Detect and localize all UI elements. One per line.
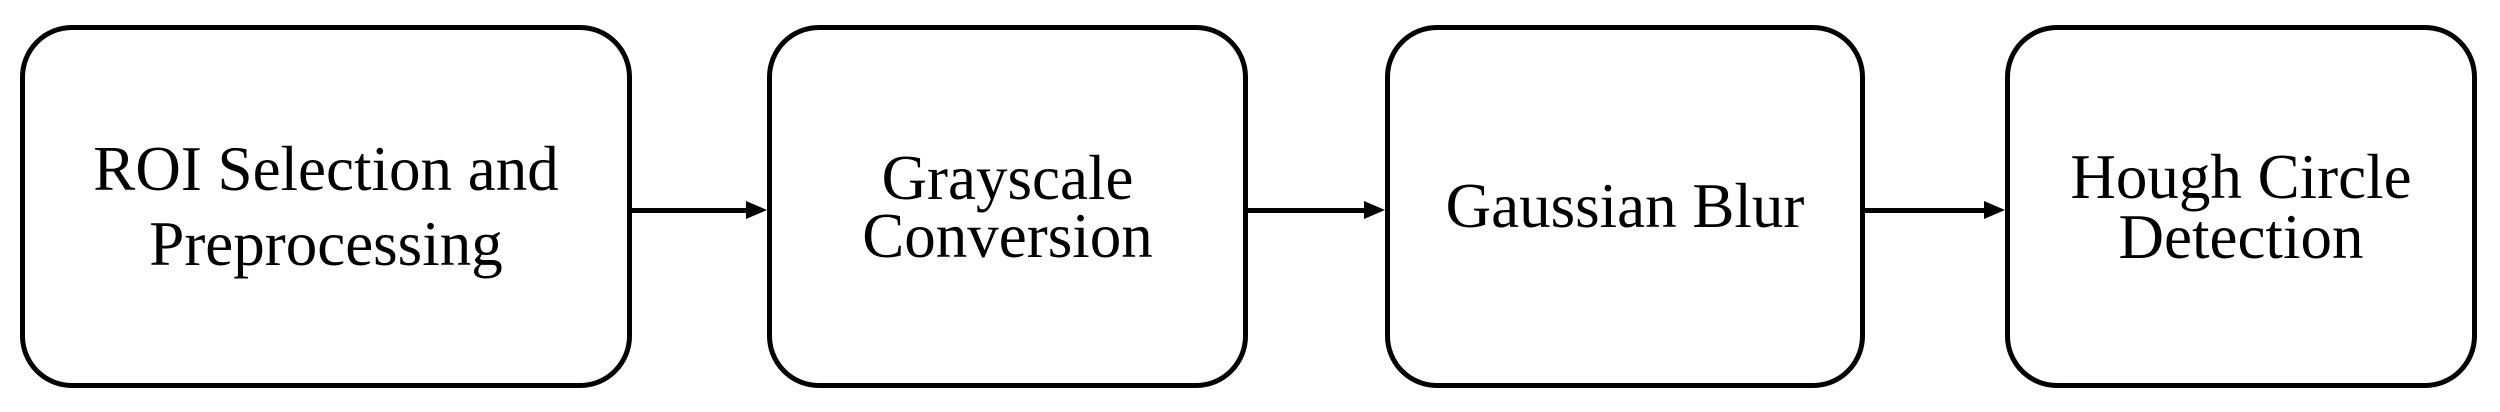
arrow-line — [1865, 208, 1986, 213]
node-label-roi-selection: ROI Selection and Preprocessing — [93, 133, 559, 279]
flow-arrow-grayscale-to-blur — [1248, 201, 1385, 219]
node-label-gaussian-blur: Gaussian Blur — [1445, 171, 1805, 241]
flow-node-grayscale-conversion: Grayscale Conversion — [767, 25, 1248, 388]
arrow-head-right-icon — [746, 201, 767, 219]
node-label-hough-circle-detection: Hough Circle Detection — [2070, 141, 2412, 272]
flow-node-hough-circle-detection: Hough Circle Detection — [2005, 25, 2477, 388]
arrow-head-right-icon — [1984, 201, 2005, 219]
arrow-head-right-icon — [1364, 201, 1385, 219]
arrow-line — [632, 208, 748, 213]
arrow-line — [1248, 208, 1366, 213]
flow-arrow-roi-to-grayscale — [632, 201, 767, 219]
flow-arrow-blur-to-hough — [1865, 201, 2005, 219]
flow-node-roi-selection: ROI Selection and Preprocessing — [20, 25, 632, 388]
node-label-grayscale-conversion: Grayscale Conversion — [862, 142, 1153, 271]
flow-node-gaussian-blur: Gaussian Blur — [1385, 25, 1865, 388]
